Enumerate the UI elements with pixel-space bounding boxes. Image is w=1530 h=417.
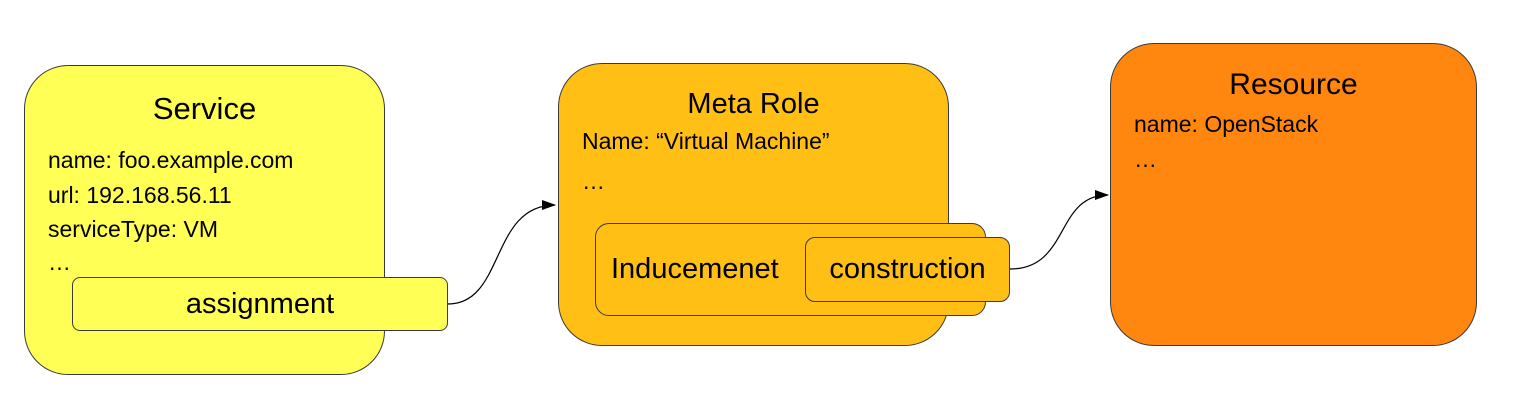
- resource-ellipsis-line: …: [1134, 146, 1157, 172]
- service-title: Service: [152, 91, 257, 126]
- resource-name-line: name: OpenStack: [1134, 111, 1319, 137]
- service-box: Service name: foo.example.com url: 192.1…: [24, 65, 385, 375]
- service-url-line: url: 192.168.56.11: [48, 182, 232, 208]
- assignment-box: assignment: [72, 277, 448, 331]
- resource-title: Resource: [1229, 68, 1358, 101]
- assignment-label: assignment: [185, 287, 335, 320]
- meta-role-ellipsis-line: …: [582, 168, 605, 194]
- service-ellipsis-line: …: [48, 249, 71, 275]
- service-name-line: name: foo.example.com: [48, 147, 294, 173]
- construction-label: construction: [829, 253, 986, 285]
- arrow-construction-to-resource: [1009, 190, 1109, 270]
- construction-box: construction: [805, 237, 1010, 302]
- service-type-line: serviceType: VM: [48, 216, 218, 242]
- resource-box: Resource name: OpenStack …: [1110, 43, 1477, 346]
- arrow-assignment-to-meta-role: [447, 200, 556, 305]
- meta-role-title: Meta Role: [687, 88, 820, 120]
- meta-role-name-line: Name: “Virtual Machine”: [582, 128, 830, 154]
- inducement-label: Inducemenet: [611, 253, 779, 285]
